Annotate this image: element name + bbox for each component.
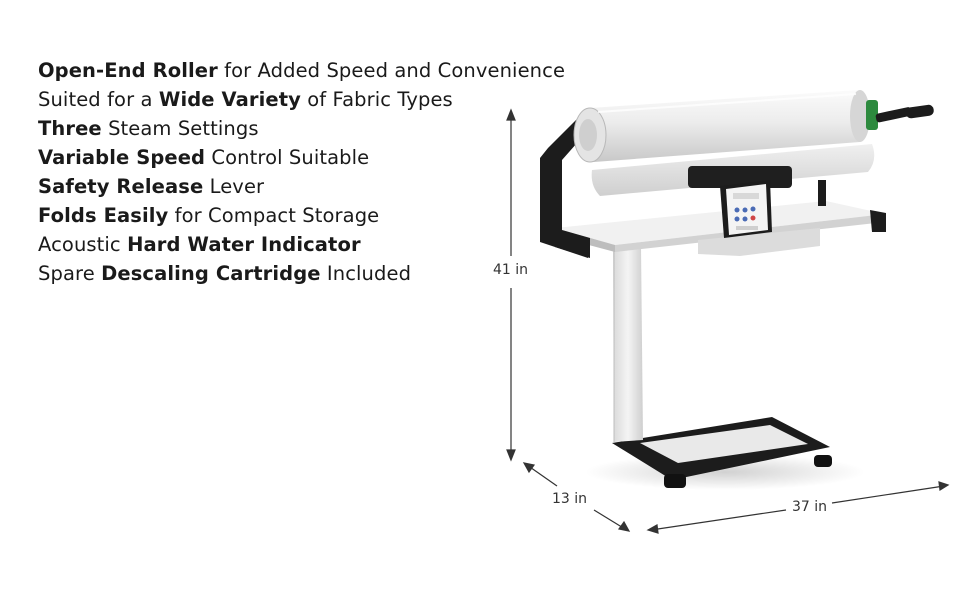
feature-highlight: Three	[38, 117, 102, 140]
width-arrow-right	[831, 485, 945, 504]
depth-arrow-lower	[593, 509, 626, 530]
feature-text: Lever	[203, 175, 265, 198]
feature-item: Spare Descaling Cartridge Included	[38, 259, 565, 288]
feature-item: Variable Speed Control Suitable	[38, 143, 565, 172]
feature-item: Three Steam Settings	[38, 114, 565, 143]
control-panel	[720, 180, 772, 238]
feature-highlight: Wide Variety	[158, 88, 301, 111]
feature-highlight: Variable Speed	[38, 146, 206, 169]
width-arrowhead-left	[646, 524, 659, 534]
ironing-table	[555, 201, 886, 258]
ironing-roller	[573, 90, 870, 163]
feature-text: Spare	[38, 262, 102, 285]
feature-highlight: Safety Release	[38, 175, 204, 198]
support-column	[613, 246, 643, 442]
width-arrow-left	[650, 509, 787, 531]
height-arrowhead-top	[506, 108, 516, 121]
feature-item: Acoustic Hard Water Indicator	[38, 230, 565, 259]
feature-text: Steam Settings	[101, 117, 259, 140]
base-foot	[612, 417, 832, 488]
feature-item: Suited for a Wide Variety of Fabric Type…	[38, 85, 565, 114]
feature-list: Open-End Roller for Added Speed and Conv…	[38, 56, 565, 288]
depth-arrowhead-bottom	[617, 520, 631, 532]
feature-text: of Fabric Types	[300, 88, 453, 111]
feature-item: Folds Easily for Compact Storage	[38, 201, 565, 230]
depth-arrowhead-top	[522, 462, 536, 474]
height-arrowhead-bottom	[506, 449, 516, 462]
feature-text: Control Suitable	[205, 146, 370, 169]
side-frame	[540, 118, 826, 258]
feature-text: Acoustic	[38, 233, 128, 256]
feature-item: Safety Release Lever	[38, 172, 565, 201]
feature-highlight: Descaling Cartridge	[101, 262, 321, 285]
width-dimension-label: 37 in	[789, 499, 831, 515]
feature-text: Suited for a	[38, 88, 159, 111]
height-dimension-label: 41 in	[490, 262, 532, 278]
feature-item: Open-End Roller for Added Speed and Conv…	[38, 56, 565, 85]
width-arrowhead-right	[938, 481, 950, 492]
depth-dimension-label: 13 in	[549, 491, 591, 507]
dimension-arrows	[506, 108, 950, 534]
safety-release-lever	[866, 100, 934, 130]
feature-text: for Compact Storage	[168, 204, 380, 227]
feature-text: for Added Speed and Convenience	[217, 59, 566, 82]
feature-text: Included	[320, 262, 412, 285]
feature-highlight: Folds Easily	[38, 204, 169, 227]
feature-highlight: Open-End Roller	[38, 59, 218, 82]
feature-highlight: Hard Water Indicator	[127, 233, 361, 256]
